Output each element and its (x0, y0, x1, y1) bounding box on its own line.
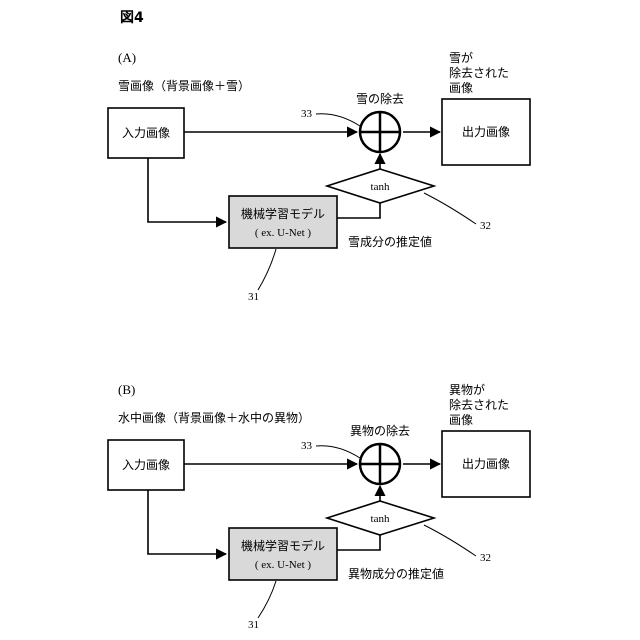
panel-a-ref-32: 32 (480, 220, 491, 232)
panel-a-input-caption: 雪画像（背景画像＋雪） (118, 79, 250, 93)
panel-b-output-caption-3: 画像 (449, 413, 473, 427)
panel-b-ref-33: 33 (301, 440, 313, 452)
panel-a-output-caption-1: 雪が (449, 50, 473, 65)
panel-a-tag: (A) (118, 50, 136, 65)
panel-b-ml-model-example: ( ex. U-Net ) (255, 559, 312, 571)
panel-a-output-caption-2: 除去された (449, 65, 509, 80)
panel-b-output-caption-2: 除去された (449, 397, 509, 412)
panel-a-ml-model-label: 機械学習モデル (241, 206, 325, 221)
panel-a-removal-label: 雪の除去 (356, 91, 404, 106)
panel-b-input-box-label: 入力画像 (122, 458, 170, 472)
panel-b-ref-32: 32 (480, 552, 491, 564)
panel-b-ml-to-tanh-line (337, 534, 380, 550)
panel-b-ml-model-label: 機械学習モデル (241, 538, 325, 553)
panel-a-output-caption-3: 画像 (449, 81, 473, 95)
panel-a-ml-to-tanh-line (337, 202, 380, 218)
panel-b-ref-33-leader (316, 446, 360, 458)
panel-a-subtract-operator (360, 112, 400, 152)
panel-a-estimate-label: 雪成分の推定値 (348, 234, 432, 249)
panel-b-ref-31: 31 (248, 619, 259, 631)
panel-a-ml-model-example: ( ex. U-Net ) (255, 227, 312, 239)
panel-a-ref-31-leader (258, 249, 276, 290)
panel-a-ref-32-leader (424, 193, 476, 224)
panel-b-removal-label: 異物の除去 (350, 423, 410, 438)
figure-label: 図4 (120, 10, 144, 26)
panel-a: (A) 雪画像（背景画像＋雪） 雪が 除去された 画像 入力画像 出力画像 雪の… (108, 50, 530, 303)
panel-b-tanh-label: tanh (371, 513, 390, 525)
panel-a-ml-model-box (229, 196, 337, 248)
panel-b-ref-32-leader (424, 525, 476, 556)
panel-a-ref-33-leader (316, 114, 360, 126)
panel-a-output-box-label: 出力画像 (462, 125, 510, 139)
panel-b-output-box-label: 出力画像 (462, 457, 510, 471)
panel-b-tag: (B) (118, 382, 135, 397)
panel-b-input-caption: 水中画像（背景画像＋水中の異物） (118, 410, 310, 425)
panel-b-subtract-operator (360, 444, 400, 484)
panel-a-input-box-label: 入力画像 (122, 126, 170, 140)
panel-b-ml-model-box (229, 528, 337, 580)
panel-b-output-caption-1: 異物が (449, 382, 485, 397)
panel-b-branch-arrow (148, 490, 226, 554)
panel-b-ref-31-leader (258, 581, 276, 618)
panel-a-ref-33: 33 (301, 108, 313, 120)
panel-a-branch-arrow (148, 158, 226, 222)
panel-b: (B) 水中画像（背景画像＋水中の異物） 異物が 除去された 画像 入力画像 出… (108, 382, 530, 631)
panel-b-estimate-label: 異物成分の推定値 (348, 566, 444, 581)
panel-a-tanh-label: tanh (371, 181, 390, 193)
panel-a-ref-31: 31 (248, 291, 259, 303)
